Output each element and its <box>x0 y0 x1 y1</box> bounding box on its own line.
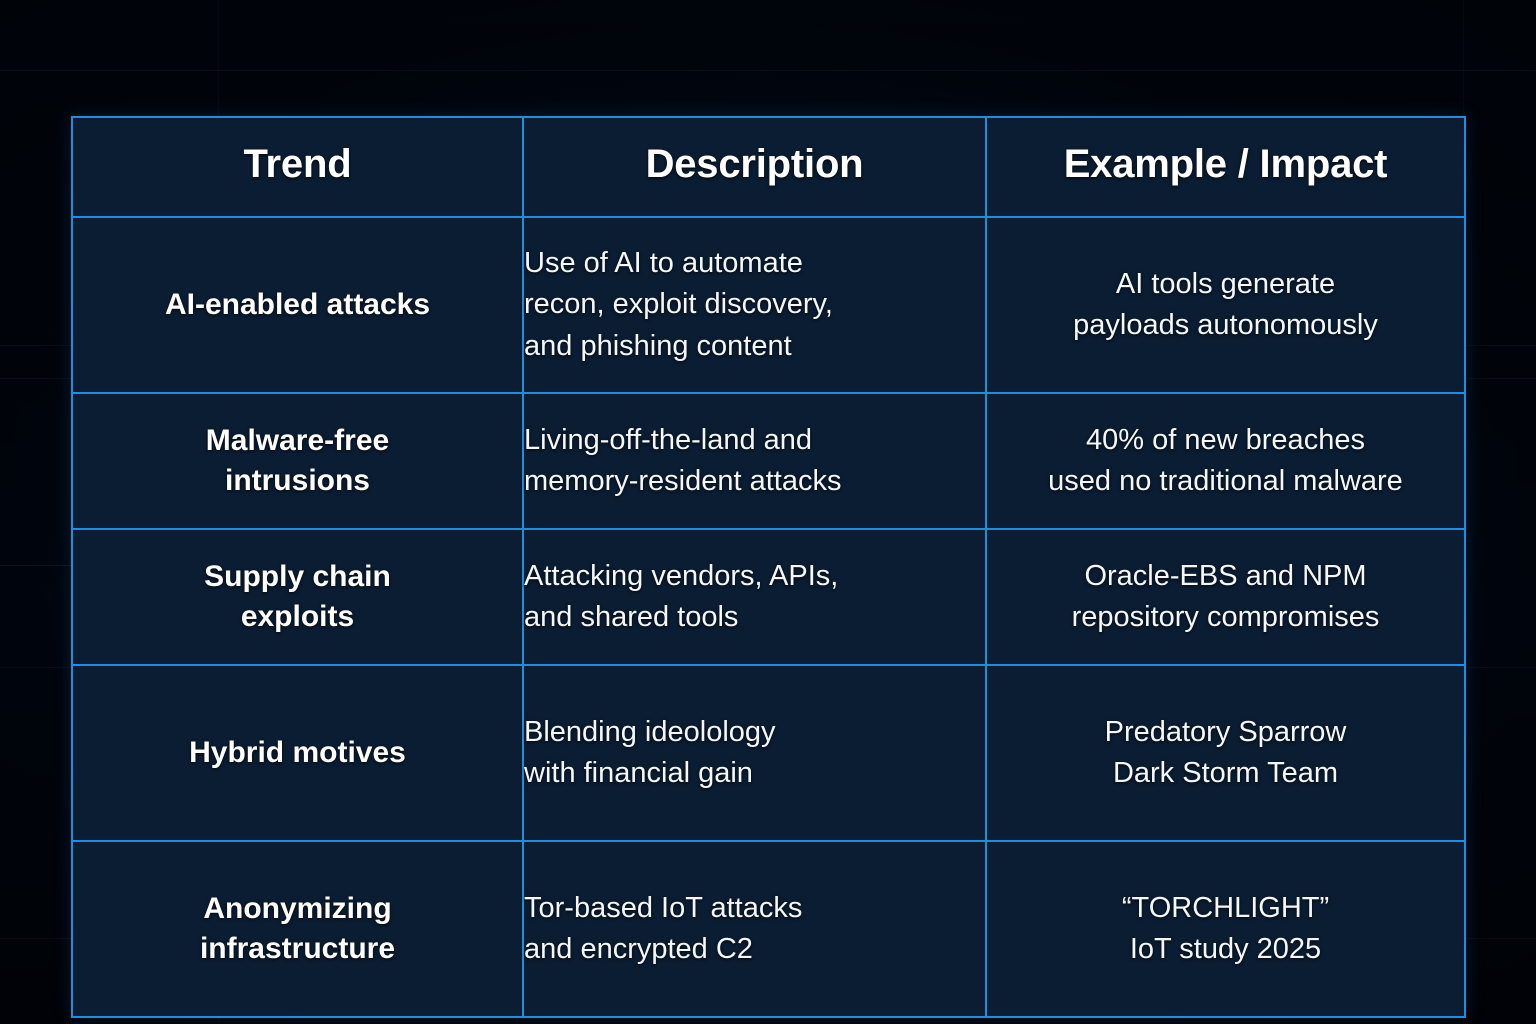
cell-example-impact-text: Oracle-EBS and NPM repository compromise… <box>1071 559 1380 633</box>
cell-description-text: Attacking vendors, APIs, and shared tool… <box>524 559 839 633</box>
cell-trend: Malware-free intrusions <box>71 392 524 530</box>
column-header-example-impact: Example / Impact <box>985 116 1466 218</box>
cell-example-impact: 40% of new breaches used no traditional … <box>985 392 1466 530</box>
table-header: Trend Description Example / Impact <box>71 116 1466 218</box>
cell-description-text: Living-off-the-land and memory-resident … <box>524 423 842 497</box>
cell-description-text: Use of AI to automate recon, exploit dis… <box>524 247 833 362</box>
column-header-trend-label: Trend <box>243 141 352 186</box>
cell-description: Tor-based IoT attacks and encrypted C2 <box>522 840 987 1018</box>
cell-trend: Supply chain exploits <box>71 528 524 666</box>
cell-trend-text: Anonymizing infrastructure <box>199 892 396 965</box>
column-header-description: Description <box>522 116 987 218</box>
column-header-example-impact-label: Example / Impact <box>1063 141 1388 186</box>
trend-table: Trend Description Example / Impact AI-en… <box>71 116 1466 1018</box>
cell-description-text: Tor-based IoT attacks and encrypted C2 <box>524 891 803 965</box>
cell-trend-text: AI-enabled attacks <box>164 288 431 322</box>
column-header-trend: Trend <box>71 116 524 218</box>
table-row: Malware-free intrusions Living-off-the-l… <box>71 392 1466 530</box>
cell-example-impact-text: Predatory Sparrow Dark Storm Team <box>1104 715 1347 789</box>
cell-example-impact: Oracle-EBS and NPM repository compromise… <box>985 528 1466 666</box>
cell-trend: Hybrid motives <box>71 664 524 842</box>
cell-trend-text: Malware-free intrusions <box>205 424 390 497</box>
cell-example-impact: Predatory Sparrow Dark Storm Team <box>985 664 1466 842</box>
cell-example-impact-text: “TORCHLIGHT” IoT study 2025 <box>1121 891 1330 965</box>
cell-description: Blending ideolology with financial gain <box>522 664 987 842</box>
cell-description: Living-off-the-land and memory-resident … <box>522 392 987 530</box>
table-row: AI-enabled attacks Use of AI to automate… <box>71 216 1466 394</box>
cell-description: Attacking vendors, APIs, and shared tool… <box>522 528 987 666</box>
table-header-row: Trend Description Example / Impact <box>71 116 1466 218</box>
cell-example-impact: “TORCHLIGHT” IoT study 2025 <box>985 840 1466 1018</box>
trend-table-container: Trend Description Example / Impact AI-en… <box>71 116 1466 1018</box>
cell-example-impact-text: 40% of new breaches used no traditional … <box>1048 423 1403 497</box>
cell-trend-text: Supply chain exploits <box>204 560 391 633</box>
cell-example-impact: AI tools generate payloads autonomously <box>985 216 1466 394</box>
cell-example-impact-text: AI tools generate payloads autonomously <box>1073 267 1378 341</box>
cell-description-text: Blending ideolology with financial gain <box>524 715 776 789</box>
cell-trend: Anonymizing infrastructure <box>71 840 524 1018</box>
table-row: Supply chain exploits Attacking vendors,… <box>71 528 1466 666</box>
cell-trend-text: Hybrid motives <box>189 736 406 770</box>
background-streak <box>0 70 1536 71</box>
table-row: Hybrid motives Blending ideolology with … <box>71 664 1466 842</box>
cell-trend: AI-enabled attacks <box>71 216 524 394</box>
cell-description: Use of AI to automate recon, exploit dis… <box>522 216 987 394</box>
table-row: Anonymizing infrastructure Tor-based IoT… <box>71 840 1466 1018</box>
column-header-description-label: Description <box>645 141 864 186</box>
table-body: AI-enabled attacks Use of AI to automate… <box>71 216 1466 1018</box>
